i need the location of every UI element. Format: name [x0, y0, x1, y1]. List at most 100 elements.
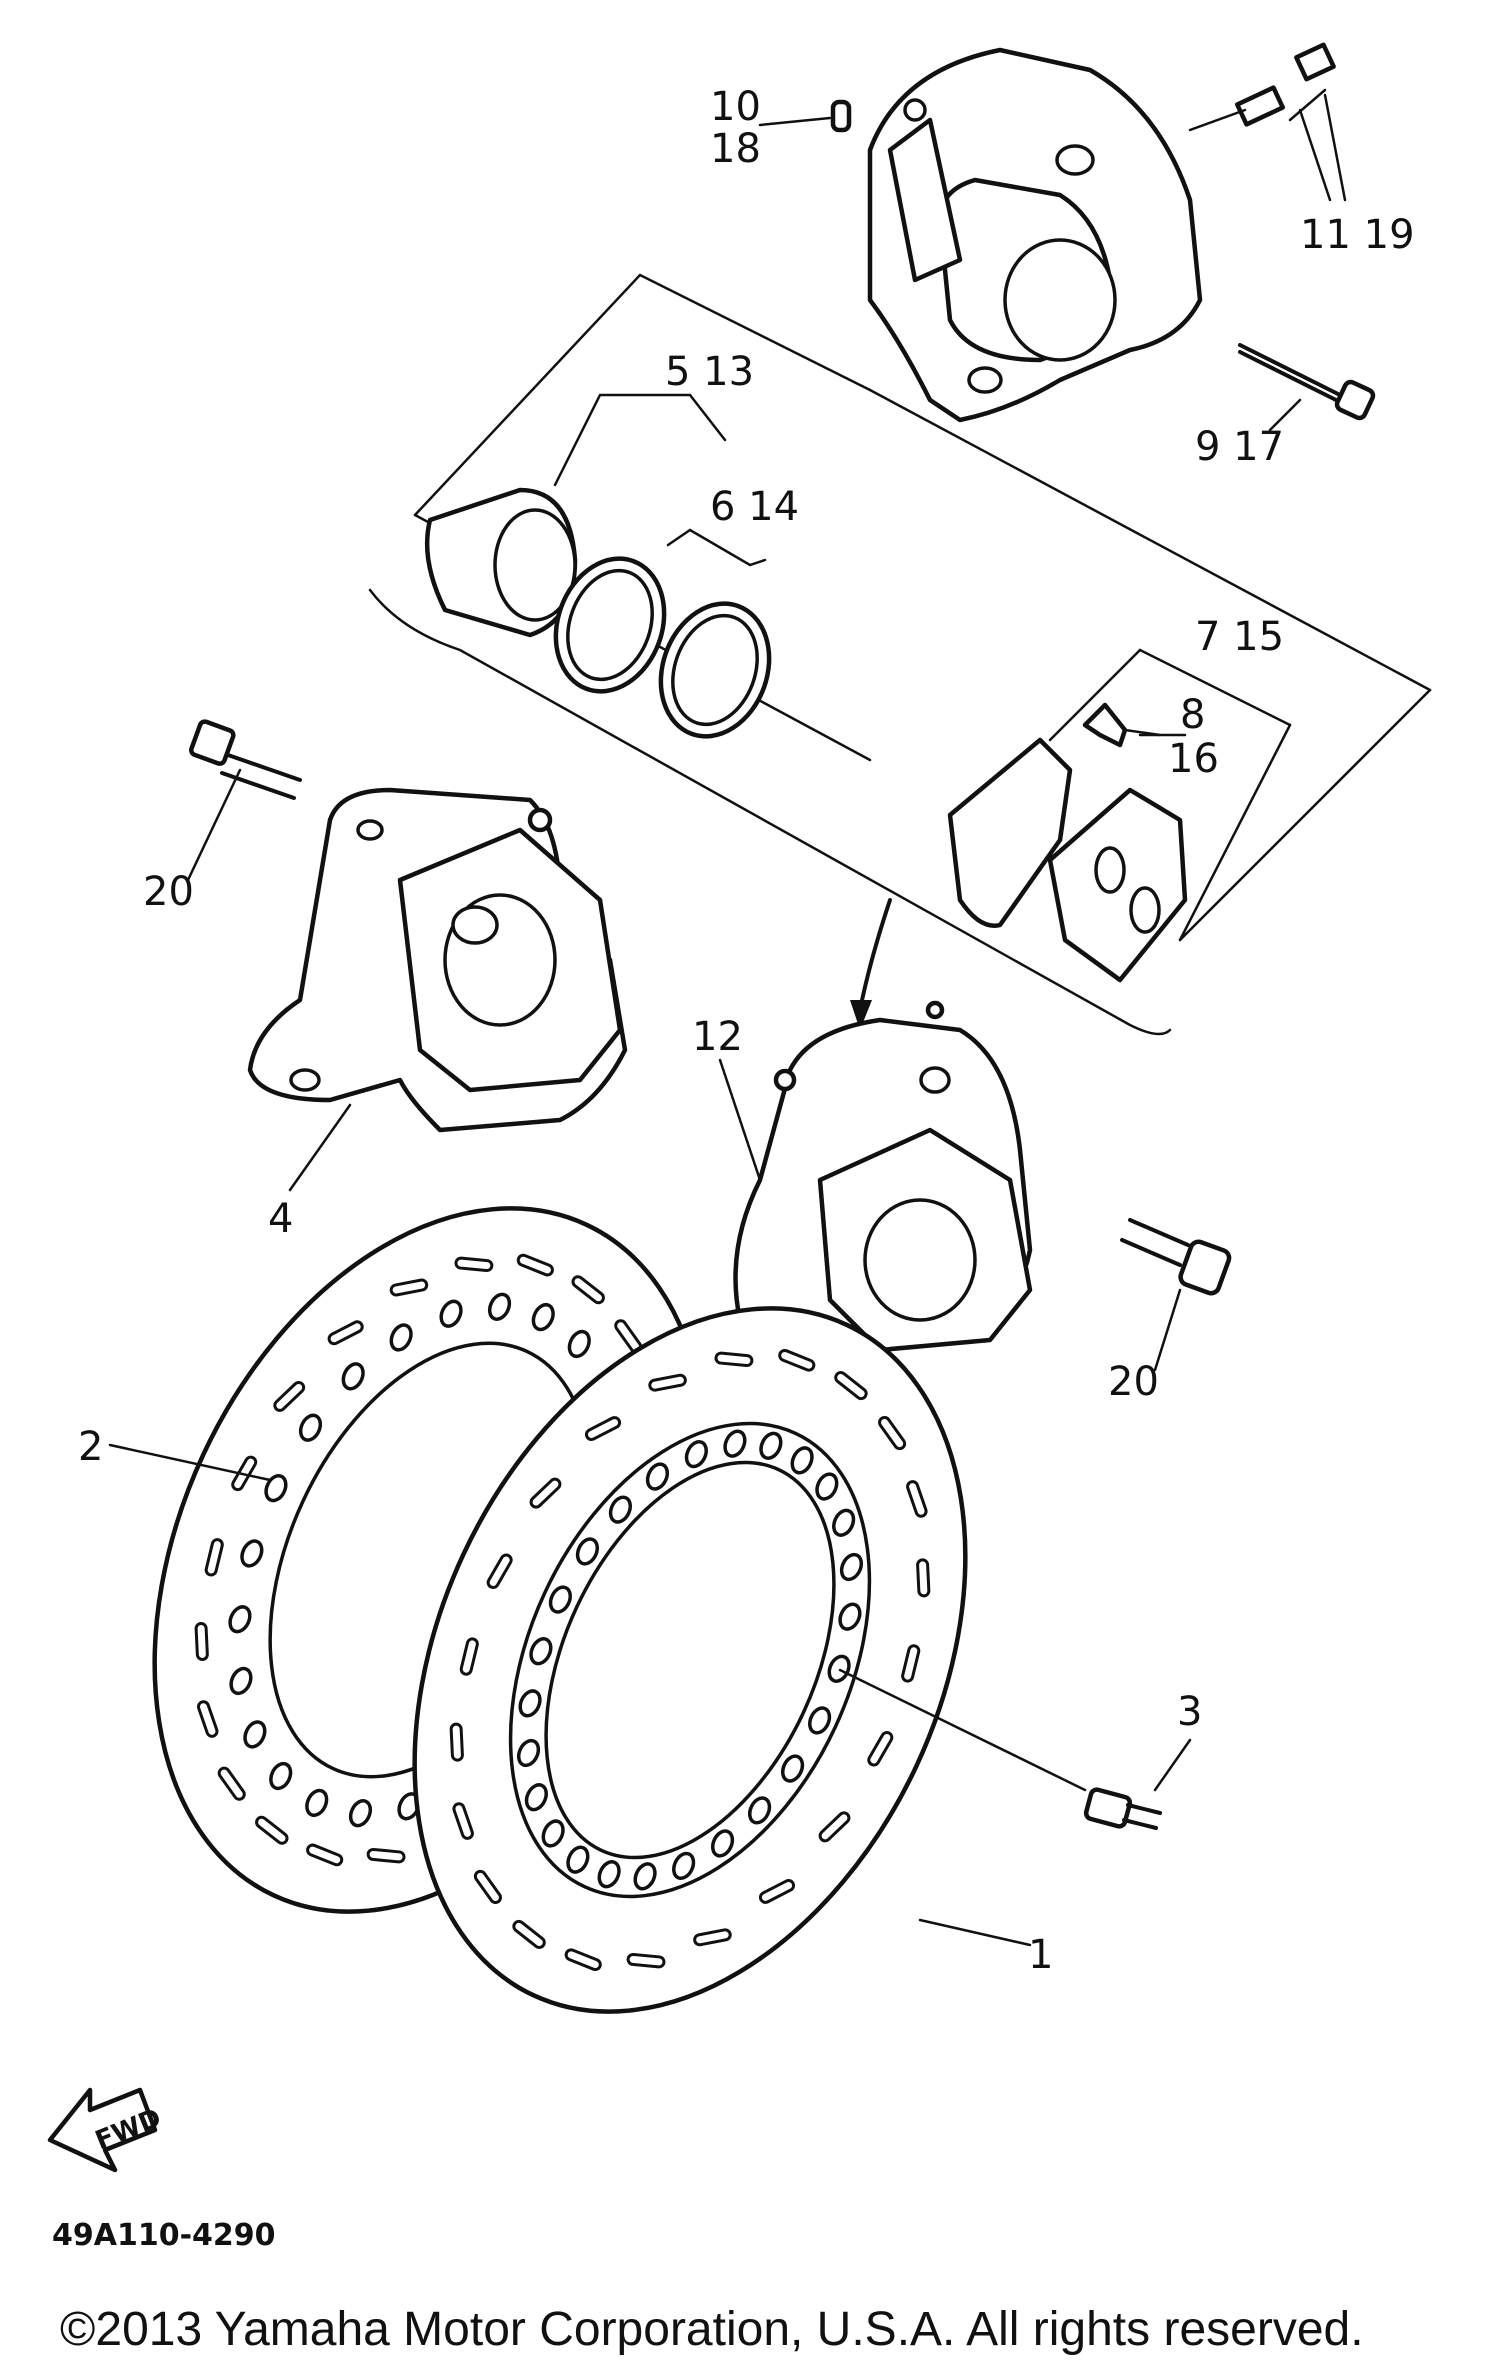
- disc-bolt-hole: [566, 1845, 590, 1874]
- disc-cooling-slot: [714, 1351, 754, 1368]
- disc-bolt-hole: [341, 1362, 365, 1391]
- callout-20-left: 20: [143, 869, 194, 915]
- callout-10: 10: [710, 84, 761, 130]
- disc-bolt-hole: [298, 1413, 323, 1442]
- piston: [424, 487, 578, 638]
- disc-cooling-slot: [454, 1256, 494, 1273]
- upper-caliper-body: [867, 47, 1203, 423]
- disc-cooling-slot: [204, 1538, 224, 1577]
- disc-bolt-hole: [229, 1666, 253, 1696]
- disc-cooling-slot: [584, 1416, 622, 1442]
- disc-cooling-slot: [564, 1948, 602, 1972]
- disc-bolt-hole: [645, 1462, 670, 1491]
- callout-1: 1: [1028, 1932, 1053, 1978]
- piston-seal: [553, 556, 667, 694]
- disc-bolt-hole: [541, 1819, 565, 1848]
- disc-bolt-hole: [487, 1292, 512, 1321]
- callout-8: 8: [1180, 692, 1205, 738]
- disc-cooling-slot: [449, 1722, 464, 1762]
- disc-cooling-slot: [778, 1348, 816, 1372]
- callout-3: 3: [1177, 1689, 1202, 1735]
- brake-disc-right: [412, 1306, 968, 2014]
- disc-cooling-slot: [758, 1878, 796, 1904]
- disc-bolt-hole: [516, 1738, 541, 1768]
- callout-12: 12: [692, 1014, 743, 1060]
- disc-cooling-slot: [916, 1558, 931, 1598]
- callout-16: 16: [1168, 736, 1219, 782]
- callout-20-right: 20: [1108, 1359, 1159, 1405]
- disc-bolt-hole: [672, 1851, 696, 1881]
- disc-cooling-slot: [459, 1637, 479, 1676]
- callout-numbers: 10 18 11 19 5 13 9 17 6 14 7 15 8 16 20 …: [78, 84, 1415, 1978]
- disc-cooling-slot: [906, 1480, 928, 1518]
- disc-bolt-hole: [832, 1508, 856, 1537]
- disc-bolt-hole: [597, 1860, 621, 1889]
- disc-bolt-hole: [808, 1706, 832, 1735]
- disc-cooling-slot: [486, 1553, 513, 1590]
- callout-6-14: 6 14: [710, 484, 799, 530]
- disc-bolt-hole: [518, 1689, 542, 1718]
- callout-2: 2: [78, 1424, 103, 1470]
- upper-pad-pin: [1238, 343, 1376, 421]
- disc-cooling-slot: [196, 1700, 219, 1738]
- disc-bolt-hole: [524, 1783, 548, 1812]
- disc-bolt-hole: [608, 1495, 632, 1524]
- disc-cooling-slot: [878, 1415, 907, 1451]
- disc-bolt-hole: [633, 1862, 657, 1891]
- disc-bolt-hole: [839, 1552, 864, 1582]
- seal-kit-leaders: [553, 393, 767, 567]
- disc-bolt-hole: [790, 1446, 814, 1475]
- disc-bolt-hole: [531, 1302, 555, 1332]
- callout-5-13: 5 13: [665, 349, 754, 395]
- disc-bolt-hole: [240, 1539, 264, 1568]
- disc-cooling-slot: [516, 1253, 554, 1277]
- upper-retaining-clip: [830, 99, 852, 133]
- dust-seal: [658, 601, 772, 739]
- disc-bolt-hole: [710, 1829, 735, 1858]
- callout-7-15: 7 15: [1195, 614, 1284, 660]
- brake-pad-set: [947, 648, 1292, 983]
- disc-cooling-slot: [818, 1811, 851, 1843]
- disc-cooling-slot: [327, 1320, 364, 1346]
- callout-9-17: 9 17: [1195, 424, 1284, 470]
- disc-cooling-slot: [273, 1380, 306, 1412]
- disc-bolt-hole: [567, 1329, 591, 1359]
- callout-leaders: [108, 88, 1347, 1947]
- disc-cooling-slot: [306, 1843, 344, 1867]
- disc-cooling-slot: [834, 1371, 868, 1401]
- disc-bolt-hole: [348, 1799, 373, 1828]
- copyright-notice: ©2013 Yamaha Motor Corporation, U.S.A. A…: [60, 2303, 1364, 2356]
- disc-bolt-hole: [575, 1537, 600, 1566]
- disc-bolt-hole: [759, 1431, 783, 1460]
- disc-cooling-slot: [473, 1869, 502, 1905]
- disc-cooling-slot: [389, 1278, 429, 1297]
- disc-bolt-hole: [305, 1788, 329, 1818]
- disc-cooling-slot: [529, 1477, 562, 1509]
- disc-cooling-slot: [693, 1928, 732, 1947]
- disc-cooling-slot: [867, 1730, 894, 1767]
- disc-bolt-hole: [439, 1299, 463, 1328]
- disc-cooling-slot: [626, 1952, 666, 1969]
- disc-bolt: [1083, 1787, 1162, 1830]
- disc-bolt-hole: [389, 1323, 413, 1352]
- callout-18: 18: [710, 126, 761, 172]
- disc-bolt-hole: [815, 1472, 839, 1501]
- disc-bolt-hole: [269, 1761, 293, 1791]
- disc-cooling-slot: [366, 1847, 406, 1864]
- disc-bolt-hole: [723, 1429, 747, 1458]
- disc-bolt-hole: [529, 1637, 553, 1666]
- disc-bolt-hole: [264, 1474, 288, 1503]
- left-mounting-bolt: [189, 719, 302, 800]
- right-mounting-bolt: [1120, 1218, 1232, 1296]
- disc-bolt-hole: [838, 1602, 862, 1631]
- disc-bolt-hole: [684, 1439, 708, 1469]
- diagram-code: 49A110-4290: [52, 2218, 276, 2253]
- disc-bolt-hole: [243, 1720, 267, 1749]
- disc-bolt-hole: [780, 1754, 805, 1783]
- callout-11-19: 11 19: [1300, 212, 1415, 258]
- disc-cooling-slot: [901, 1644, 921, 1683]
- assembly-arrow: [850, 898, 892, 1030]
- disc-cooling-slot: [648, 1373, 687, 1392]
- left-caliper-assembly: [247, 787, 628, 1133]
